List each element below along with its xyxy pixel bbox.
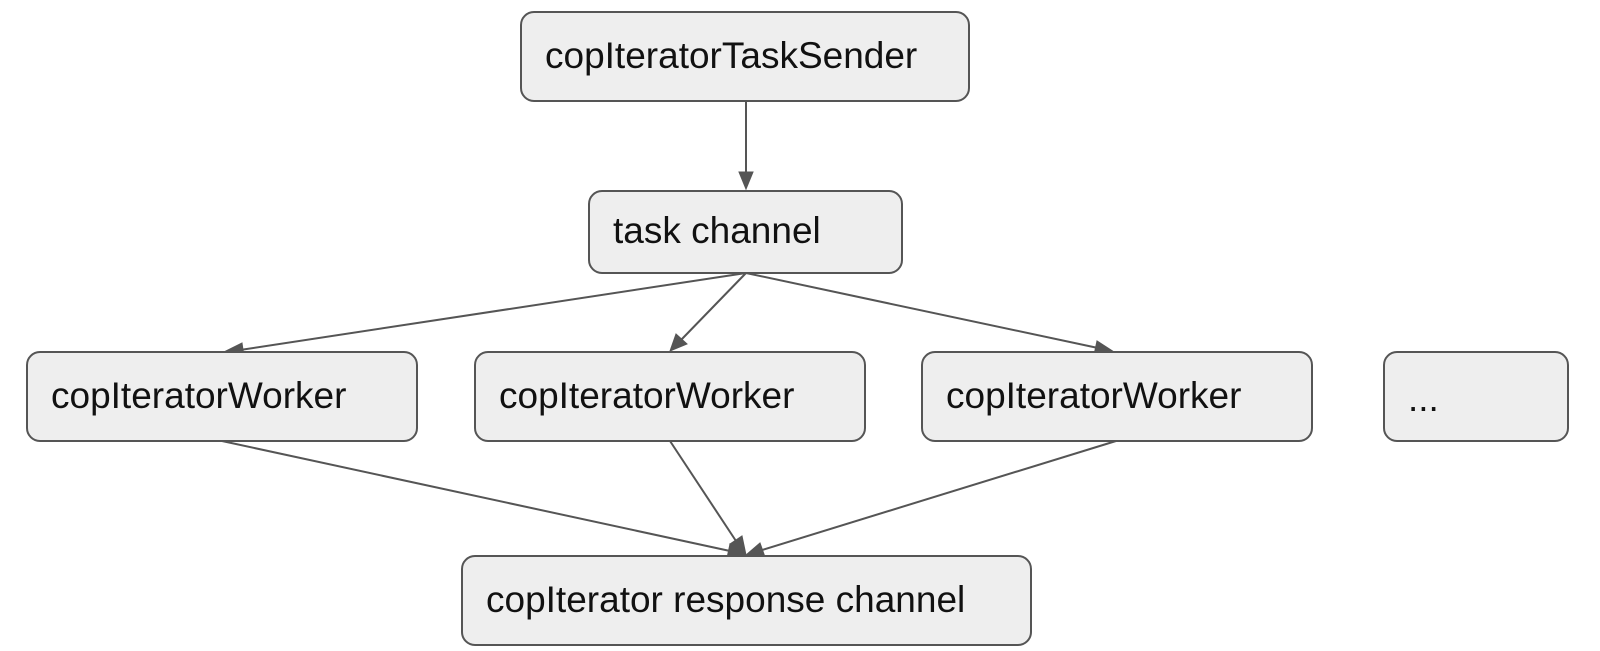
- edge-task-channel-to-worker-3: [745, 272, 1116, 356]
- node-cop-iterator-worker-2[interactable]: copIteratorWorker: [474, 351, 866, 442]
- node-label: task channel: [613, 210, 821, 251]
- edge-worker-1-to-response-channel: [221, 440, 748, 559]
- edge-sender-to-task-channel: [738, 101, 754, 191]
- node-label: copIteratorWorker: [946, 375, 1241, 416]
- node-label: ...: [1408, 378, 1439, 419]
- node-cop-iterator-worker-1[interactable]: copIteratorWorker: [26, 351, 418, 442]
- edge-worker-2-to-response-channel: [669, 440, 747, 557]
- edge-task-channel-to-worker-1: [222, 272, 747, 358]
- node-label: copIteratorWorker: [51, 375, 346, 416]
- node-cop-iterator-worker-3[interactable]: copIteratorWorker: [921, 351, 1313, 442]
- edge-worker-3-to-response-channel: [744, 440, 1117, 558]
- node-label: copIterator response channel: [486, 579, 965, 620]
- node-cop-iterator-task-sender[interactable]: copIteratorTaskSender: [520, 11, 970, 102]
- edge-task-channel-to-worker-2: [669, 272, 747, 352]
- node-label: copIteratorWorker: [499, 375, 794, 416]
- node-task-channel[interactable]: task channel: [588, 190, 903, 274]
- edges: [221, 101, 1117, 559]
- node-cop-iterator-response-channel[interactable]: copIterator response channel: [461, 555, 1032, 646]
- node-more-workers[interactable]: ...: [1383, 351, 1569, 442]
- node-label: copIteratorTaskSender: [545, 35, 917, 76]
